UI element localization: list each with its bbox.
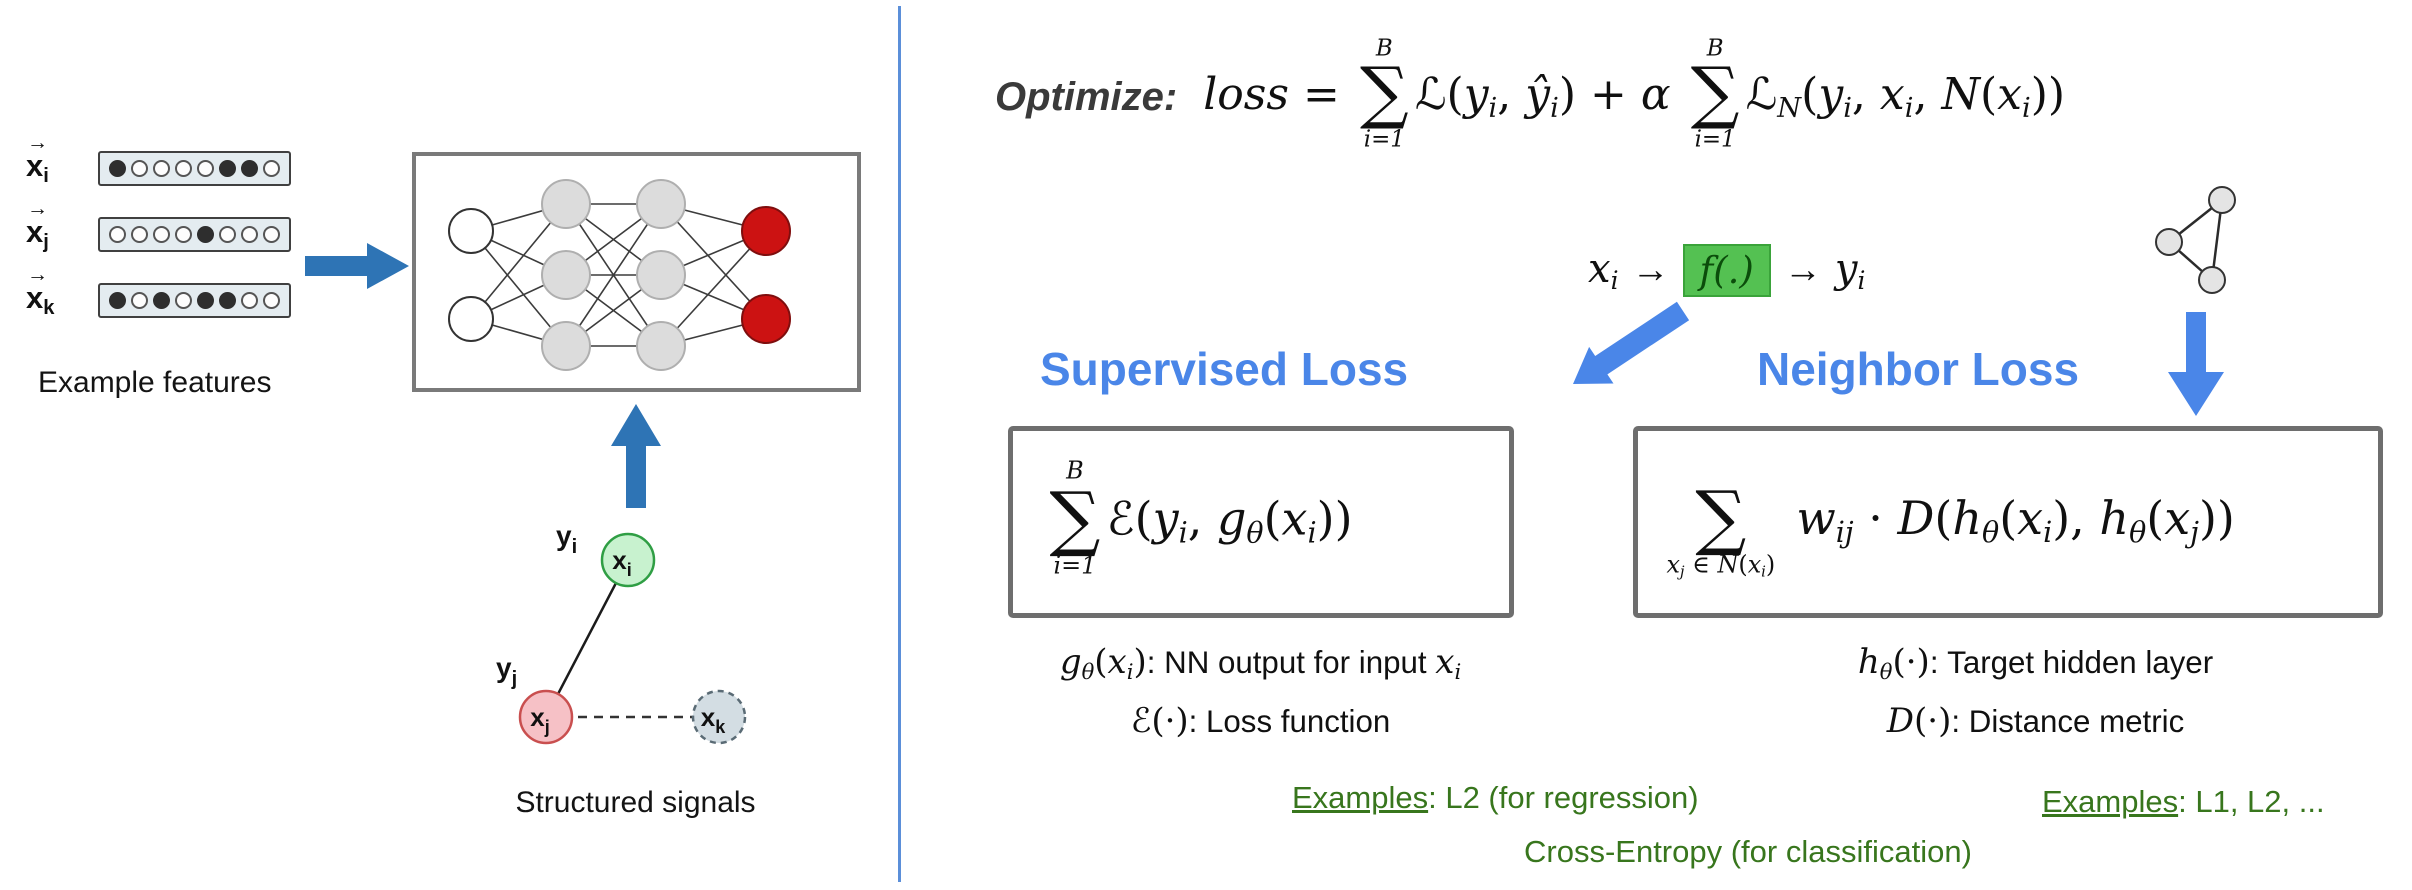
fx-input-label: xi <box>1588 246 1619 295</box>
label-xj: xj <box>530 702 549 737</box>
feature-dot-filled <box>241 159 258 177</box>
feature-dot-empty <box>175 225 192 243</box>
examples-right-line: Examples: L1, L2, ... <box>2042 784 2325 819</box>
neighbor-definitions: hθ(·): Target hidden layer D(·): Distanc… <box>1733 642 2338 758</box>
node-xj <box>518 689 574 745</box>
input-node <box>448 296 494 342</box>
feature-dot-filled <box>109 159 126 177</box>
definition-g-theta: gθ(xi): NN output for input xi <box>1059 642 1462 684</box>
feature-dot-empty <box>131 291 148 309</box>
examples-left-line1: Examples: L2 (for regression) <box>1292 780 1699 815</box>
supervised-definitions: gθ(xi): NN output for input xi ℰ(·): Los… <box>958 642 1563 758</box>
feature-row-xk: →xk <box>26 262 291 322</box>
node-xk <box>691 689 747 745</box>
feature-dot-empty <box>219 225 236 243</box>
feature-dot-filled <box>153 291 170 309</box>
feature-vector-label-xk: →xk <box>26 262 55 320</box>
label-yj: yj <box>496 652 517 690</box>
neighbor-loss-box: ∑xj ∈ N(xi) wij · D(hθ(xi), hθ(xj)) <box>1633 426 2383 618</box>
feature-dot-empty <box>241 291 258 309</box>
feature-dot-empty <box>263 225 280 243</box>
feature-dot-empty <box>175 291 192 309</box>
fx-output-label: yi <box>1834 246 1866 295</box>
optimize-label: Optimize: <box>995 75 1178 119</box>
feature-dot-empty <box>197 159 214 177</box>
edge-xi-xj <box>544 559 630 718</box>
vector-arrow-icon: → <box>27 262 48 286</box>
feature-dot-filled <box>197 225 214 243</box>
feature-dot-filled <box>219 159 236 177</box>
hidden-node <box>636 179 686 229</box>
feature-row-xi: →xi <box>26 130 291 190</box>
label-xk: xk <box>701 702 726 737</box>
hidden-node <box>541 179 591 229</box>
structured-signals-graph: yi yj xi xj xk <box>496 520 747 745</box>
feature-dot-filled <box>109 291 126 309</box>
definition-loss-function: ℰ(·): Loss function <box>1130 700 1391 741</box>
vector-arrow-icon: → <box>27 130 48 154</box>
node-xi <box>600 532 656 588</box>
feature-dot-empty <box>241 225 258 243</box>
feature-vector-dots-xk <box>98 282 291 318</box>
feature-dot-empty <box>131 225 148 243</box>
hidden-node <box>636 321 686 371</box>
feature-vector-label-xi: →xi <box>26 130 49 188</box>
output-node <box>741 206 791 256</box>
neighbor-loss-formula: ∑xj ∈ N(xi) wij · D(hθ(xi), hθ(xj)) <box>1666 475 2235 581</box>
feature-dot-empty <box>263 291 280 309</box>
feature-row-xj: →xj <box>26 196 291 256</box>
fx-arrow-icon: → <box>1631 249 1670 291</box>
feature-dot-empty <box>131 159 148 177</box>
supervised-loss-heading: Supervised Loss <box>1040 343 1409 395</box>
graph-icon <box>2155 186 2236 294</box>
vector-arrow-icon: → <box>27 196 48 220</box>
feature-dot-filled <box>219 291 236 309</box>
definition-h-theta: hθ(·): Target hidden layer <box>1857 642 2214 684</box>
feature-dot-empty <box>109 225 126 243</box>
feature-vector-dots-xi <box>98 150 291 186</box>
network-edges <box>470 203 767 347</box>
fx-pipeline: xi → f(.) → yi <box>1588 228 1865 313</box>
hidden-node <box>541 250 591 300</box>
signals-to-network-arrow-icon <box>611 404 661 508</box>
feature-dot-empty <box>175 159 192 177</box>
graph-to-neighbor-arrow-icon <box>2168 312 2224 416</box>
feature-dot-empty <box>263 159 280 177</box>
feature-vector-label-xj: →xj <box>26 196 49 254</box>
f-function-box: f(.) <box>1682 244 1771 297</box>
label-xi: xi <box>612 545 631 580</box>
fx-to-supervised-arrow-icon <box>1573 301 1690 384</box>
example-features-block: →xi →xj →xk <box>26 130 291 344</box>
feature-dot-empty <box>153 225 170 243</box>
examples-left-line2: Cross-Entropy (for classification) <box>1524 834 1972 869</box>
hidden-node <box>636 250 686 300</box>
label-yi: yi <box>556 520 577 558</box>
neural-network-box <box>412 152 861 392</box>
f-function-label: f(.) <box>1699 249 1754 292</box>
example-features-caption: Example features <box>38 366 272 399</box>
feature-dot-empty <box>153 159 170 177</box>
structured-signals-caption: Structured signals <box>515 786 756 819</box>
features-to-network-arrow-icon <box>305 243 409 289</box>
feature-dot-filled <box>197 291 214 309</box>
definition-distance-metric: D(·): Distance metric <box>1886 700 2185 741</box>
neighbor-loss-heading: Neighbor Loss <box>1757 343 2080 395</box>
divider-line <box>898 6 901 882</box>
neural-network-diagram <box>448 179 791 371</box>
input-node <box>448 208 494 254</box>
fx-arrow-icon: → <box>1783 249 1822 291</box>
output-node <box>741 294 791 344</box>
feature-vector-dots-xj <box>98 216 291 252</box>
hidden-node <box>541 321 591 371</box>
